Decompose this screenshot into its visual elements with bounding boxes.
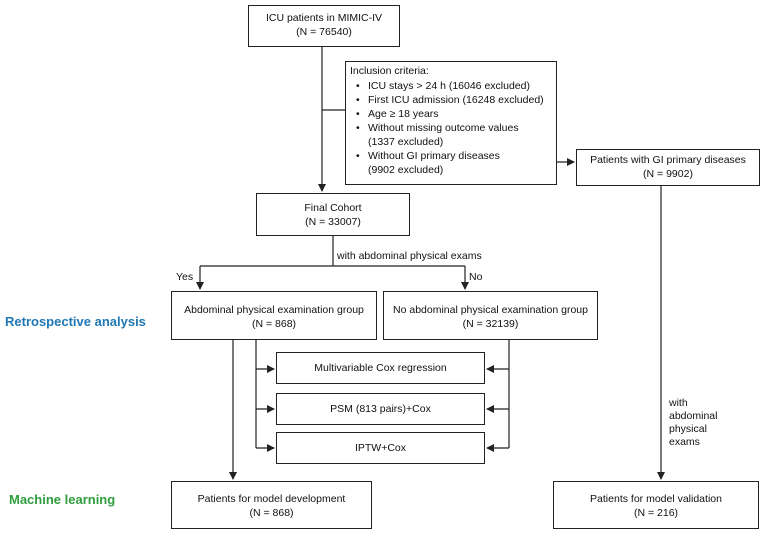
label-no: No xyxy=(469,271,483,283)
iptw-label: IPTW+Cox xyxy=(354,442,407,454)
val-count: (N = 216) xyxy=(633,507,679,519)
final-title: Final Cohort xyxy=(304,202,362,214)
final-count: (N = 33007) xyxy=(305,216,361,228)
inclusion-item-cont: (9902 excluded) xyxy=(368,164,444,176)
side-exams-line: abdominal xyxy=(669,410,718,422)
box-model-validation: Patients for model validation (N = 216) xyxy=(553,481,759,529)
inclusion-list: ICU stays > 24 h (16046 excluded) First … xyxy=(350,79,550,177)
inclusion-item-cont: (1337 excluded) xyxy=(368,136,444,148)
inclusion-item-text: Without missing outcome values xyxy=(368,122,519,134)
psm-label: PSM (813 pairs)+Cox xyxy=(330,403,431,415)
label-machine-learning: Machine learning xyxy=(9,492,116,507)
side-exams-line: with xyxy=(669,397,688,409)
box-icu-patients: ICU patients in MIMIC-IV (N = 76540) xyxy=(248,5,400,47)
box-model-development: Patients for model development (N = 868) xyxy=(171,481,372,529)
box-gi-primary: Patients with GI primary diseases (N = 9… xyxy=(576,149,760,186)
icu-title: ICU patients in MIMIC-IV xyxy=(265,12,383,24)
noabd-title: No abdominal physical examination group xyxy=(393,304,588,316)
label-yes: Yes xyxy=(176,271,194,283)
inclusion-item: First ICU admission (16248 excluded) xyxy=(356,93,550,107)
box-inclusion-criteria: Inclusion criteria: ICU stays > 24 h (16… xyxy=(345,61,557,185)
noabd-count: (N = 32139) xyxy=(462,318,519,330)
inclusion-item: ICU stays > 24 h (16046 excluded) xyxy=(356,79,550,93)
inclusion-item: Age ≥ 18 years xyxy=(356,107,550,121)
gi-title: Patients with GI primary diseases xyxy=(590,154,746,166)
inclusion-heading: Inclusion criteria: xyxy=(350,65,429,77)
cox-label: Multivariable Cox regression xyxy=(314,362,447,374)
abd-count: (N = 868) xyxy=(251,318,297,330)
side-exams-line: physical xyxy=(669,423,707,435)
inclusion-item: Without missing outcome values (1337 excl… xyxy=(356,121,550,149)
label-retrospective-analysis: Retrospective analysis xyxy=(5,314,146,329)
label-with-abdominal-exams: with abdominal physical exams xyxy=(337,250,482,262)
inclusion-item: Without GI primary diseases (9902 exclude… xyxy=(356,149,550,177)
side-exams-line: exams xyxy=(669,436,700,448)
box-no-abdominal-group: No abdominal physical examination group … xyxy=(383,291,598,340)
box-iptw-cox: IPTW+Cox xyxy=(276,432,485,464)
label-side-exams: with abdominal physical exams xyxy=(669,397,717,449)
inclusion-item-text: Without GI primary diseases xyxy=(368,150,500,162)
box-psm-cox: PSM (813 pairs)+Cox xyxy=(276,393,485,425)
abd-title: Abdominal physical examination group xyxy=(184,304,364,316)
box-final-cohort: Final Cohort (N = 33007) xyxy=(256,193,410,236)
box-abdominal-group: Abdominal physical examination group (N … xyxy=(171,291,377,340)
gi-count: (N = 9902) xyxy=(643,168,693,180)
icu-count: (N = 76540) xyxy=(296,26,352,38)
val-title: Patients for model validation xyxy=(590,493,722,505)
dev-title: Patients for model development xyxy=(197,493,346,505)
dev-count: (N = 868) xyxy=(249,507,294,519)
box-multivariable-cox: Multivariable Cox regression xyxy=(276,352,485,384)
